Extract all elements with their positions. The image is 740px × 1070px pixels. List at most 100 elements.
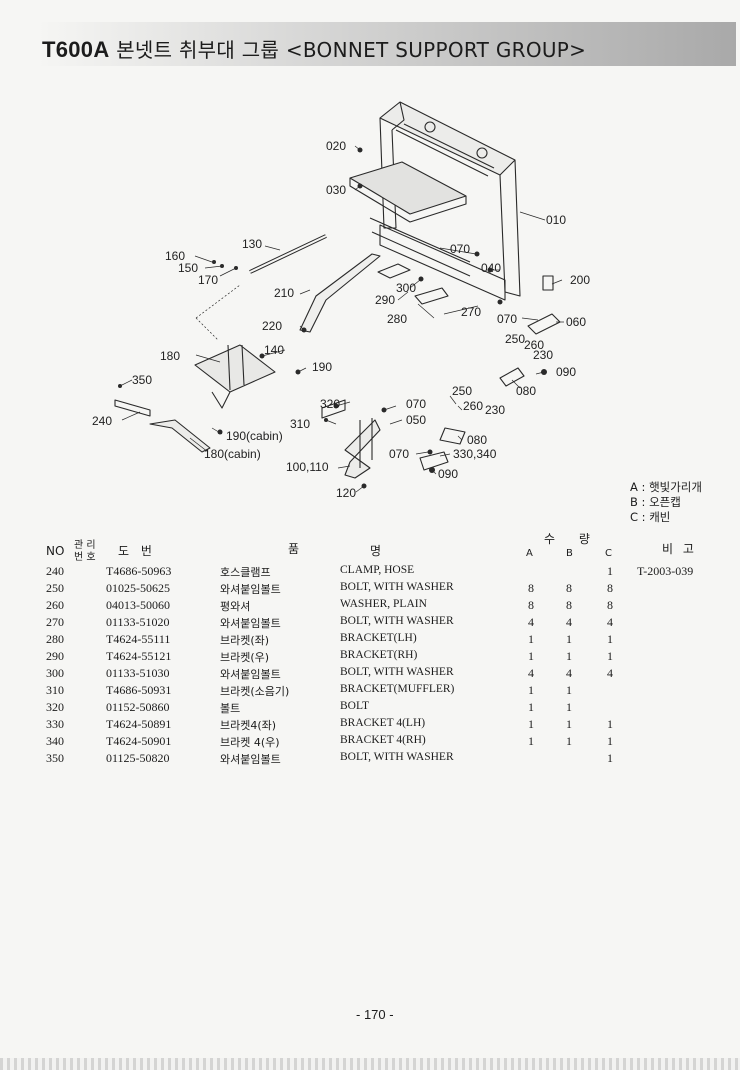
legend-item: C : 캐빈 (630, 510, 671, 524)
callout: 030 (326, 183, 346, 197)
header-quantity: 수 량 (544, 532, 600, 546)
cell-name-kr: 와셔붙임볼트 (220, 753, 281, 766)
cell-qty-b: 1 (566, 700, 572, 714)
cell-qty-a: 1 (528, 700, 534, 714)
table-row: 240 T4686-50963 호스클램프 CLAMP, HOSE 1 T-20… (0, 564, 740, 581)
legend-item: B : 오픈캡 (630, 495, 681, 509)
callout: 180 (160, 349, 180, 363)
cell-qty-c: 4 (607, 615, 613, 629)
cell-qty-c: 1 (607, 649, 613, 663)
cell-part-number: 01152-50860 (106, 700, 170, 714)
callout: 200 (570, 273, 590, 287)
bracket-arm-210 (299, 253, 381, 333)
cell-qty-c: 8 (607, 598, 613, 612)
header-no: NO (46, 544, 65, 558)
cell-name-en: BOLT, WITH WASHER (340, 751, 454, 763)
callout: 140 (264, 343, 284, 357)
cell-no: 250 (46, 581, 64, 595)
cell-no: 340 (46, 734, 64, 748)
cell-no: 300 (46, 666, 64, 680)
cell-part-number: 01025-50625 (106, 581, 170, 595)
cell-part-number: T4686-50931 (106, 683, 172, 697)
cell-name-kr: 와셔붙임볼트 (220, 617, 281, 630)
callout: 250 (452, 384, 472, 398)
cell-qty-c: 1 (607, 717, 613, 731)
cell-qty-b: 4 (566, 666, 572, 680)
cell-qty-c: 1 (607, 564, 613, 578)
cell-part-number: 01125-50820 (106, 751, 170, 765)
scan-edge (0, 1058, 740, 1070)
table-row: 290 T4624-55121 브라켓(우) BRACKET(RH) 1 1 1 (0, 649, 740, 666)
table-row: 300 01133-51030 와셔붙임볼트 BOLT, WITH WASHER… (0, 666, 740, 683)
cell-name-en: BOLT (340, 700, 369, 712)
cell-no: 260 (46, 598, 64, 612)
callout: 190(cabin) (226, 429, 283, 443)
cell-qty-b: 8 (566, 598, 572, 612)
callout: 070 (389, 447, 409, 461)
cell-qty-a: 4 (528, 666, 534, 680)
callout: 070 (497, 312, 517, 326)
cell-no: 240 (46, 564, 64, 578)
callout: 090 (556, 365, 576, 379)
header-band (36, 22, 736, 66)
cell-part-number: 01133-51020 (106, 615, 170, 629)
callout: 070 (450, 242, 470, 256)
exploded-parts-diagram: 020 030 010 160 150 170 130 070 040 200 … (92, 101, 590, 500)
cell-qty-a: 1 (528, 683, 534, 697)
header-qty-c: C (605, 548, 612, 559)
cell-name-kr: 브라켓(좌) (220, 634, 270, 647)
callout: 320 (320, 397, 340, 411)
callout: 250 (505, 332, 525, 346)
header-name-left: 품 (288, 542, 300, 556)
cell-name-en: BRACKET(RH) (340, 649, 418, 661)
table-row: 260 04013-50060 평와셔 WASHER, PLAIN 8 8 8 (0, 598, 740, 615)
bracket-310 (321, 399, 346, 419)
callout: 120 (336, 486, 356, 500)
cell-qty-c: 1 (607, 751, 613, 765)
cell-no: 330 (46, 717, 64, 731)
callout: 280 (387, 312, 407, 326)
cell-remarks: T-2003-039 (637, 564, 694, 578)
table-row: 280 T4624-55111 브라켓(좌) BRACKET(LH) 1 1 1 (0, 632, 740, 649)
table-row: 270 01133-51020 와셔붙임볼트 BOLT, WITH WASHER… (0, 615, 740, 632)
header-name-right: 명 (370, 544, 382, 558)
header-qty-a: A (526, 548, 533, 559)
callout: 060 (566, 315, 586, 329)
model-code: T600A (42, 37, 110, 62)
callout: 100,110 (286, 460, 329, 474)
cell-name-en: CLAMP, HOSE (340, 564, 415, 576)
cell-name-kr: 브라켓4(좌) (220, 719, 277, 732)
bonnet-support-frame (349, 101, 521, 301)
cell-name-en: BRACKET 4(LH) (340, 717, 426, 729)
bracket-080-lower (439, 427, 466, 445)
table-row: 330 T4624-50891 브라켓4(좌) BRACKET 4(LH) 1 … (0, 717, 740, 734)
callout: 240 (92, 414, 112, 428)
cell-name-kr: 브라켓(우) (220, 651, 270, 664)
cell-name-en: BRACKET(MUFFLER) (340, 683, 455, 695)
header-part-number: 도 번 (118, 544, 156, 558)
cell-no: 270 (46, 615, 64, 629)
cell-no: 290 (46, 649, 64, 663)
plate-180 (194, 344, 276, 409)
cell-part-number: 01133-51030 (106, 666, 170, 680)
callout: 260 (463, 399, 483, 413)
table-row: 310 T4686-50931 브라켓(소음기) BRACKET(MUFFLER… (0, 683, 740, 700)
cell-part-number: T4624-55121 (106, 649, 172, 663)
cell-qty-b: 1 (566, 734, 572, 748)
callout: 070 (406, 397, 426, 411)
cell-qty-a: 8 (528, 598, 534, 612)
callout: 210 (274, 286, 294, 300)
callout: 150 (178, 261, 198, 275)
cell-name-kr: 와셔붙임볼트 (220, 583, 281, 596)
cell-qty-b: 4 (566, 615, 572, 629)
cell-no: 320 (46, 700, 64, 714)
callout: 230 (533, 348, 553, 362)
cell-name-en: BOLT, WITH WASHER (340, 581, 454, 593)
cell-part-number: T4624-50891 (106, 717, 172, 731)
gas-stay-130 (249, 234, 327, 274)
cell-no: 350 (46, 751, 64, 765)
callout: 130 (242, 237, 262, 251)
callout: 330,340 (453, 447, 497, 461)
cell-no: 280 (46, 632, 64, 646)
callout: 090 (438, 467, 458, 481)
